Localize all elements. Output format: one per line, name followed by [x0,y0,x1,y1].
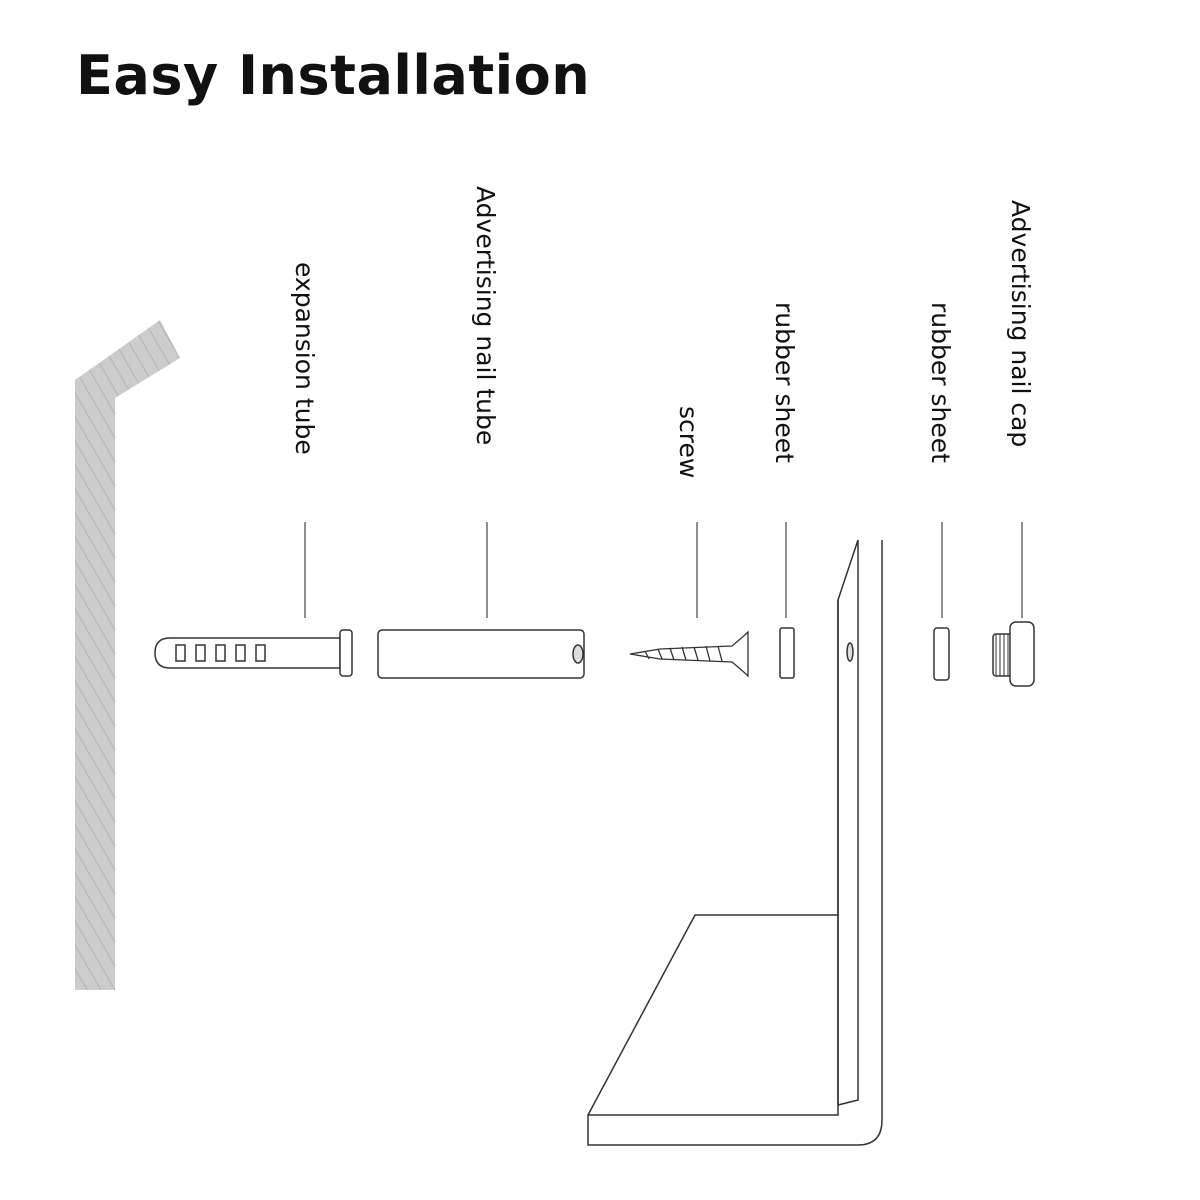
expansion-tube-part [154,629,353,677]
screw-part [629,630,749,678]
display-panel [587,539,883,1146]
rubber-sheet-1-part [779,627,795,679]
label-rubber-sheet-2: rubber sheet [926,302,955,463]
wall [75,320,180,990]
page-title: Easy Installation [76,44,591,107]
leader-lines [304,522,1023,618]
label-nail-cap: Advertising nail cap [1006,200,1035,447]
label-nail-tube: Advertising nail tube [471,186,500,445]
nail-tube-part [377,629,585,679]
rubber-sheet-2-part [933,627,950,681]
part-labels: expansion tube Advertising nail tube scr… [290,186,1035,478]
label-expansion-tube: expansion tube [290,262,319,455]
label-rubber-sheet-1: rubber sheet [770,302,799,463]
label-screw: screw [674,406,703,478]
nail-cap-part [992,621,1035,687]
